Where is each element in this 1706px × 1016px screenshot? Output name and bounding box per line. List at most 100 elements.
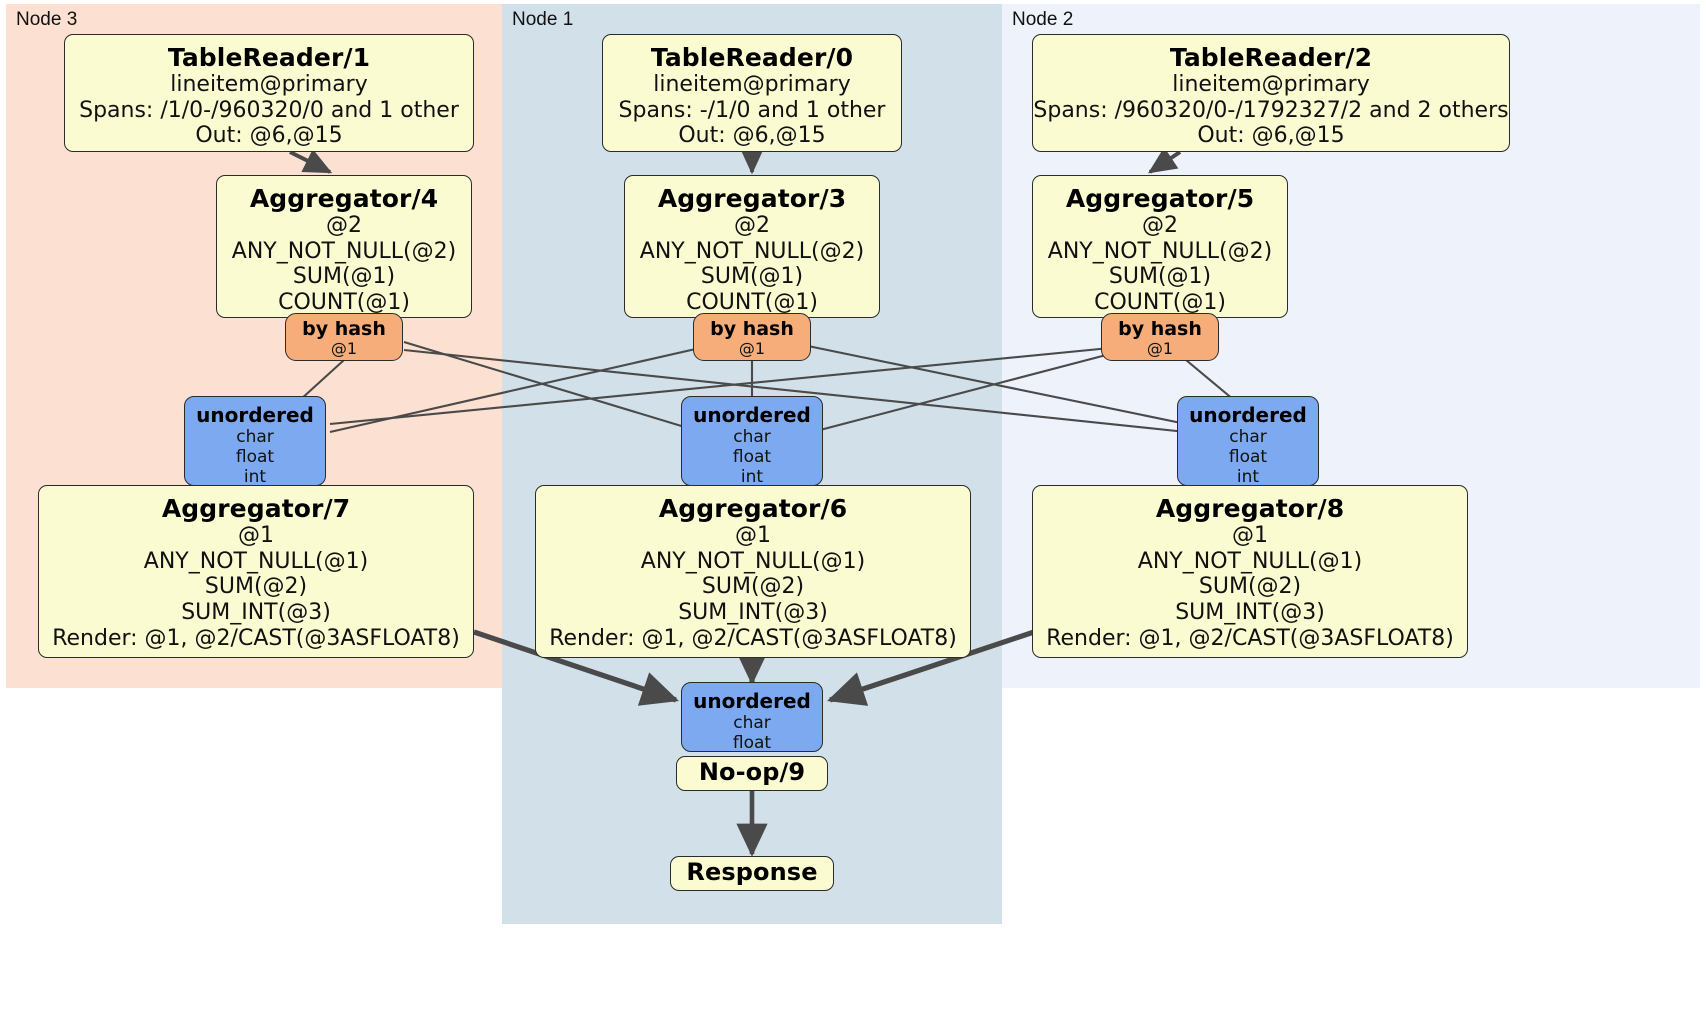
router-by-hash-node2[interactable]: by hash @1 xyxy=(1101,313,1219,361)
node-panel-label-node3: Node 3 xyxy=(16,9,78,30)
table-reader-1-node[interactable]: TableReader/1 lineitem@primary Spans: /1… xyxy=(64,34,474,152)
table-reader-0-node[interactable]: TableReader/0 lineitem@primary Spans: -/… xyxy=(602,34,902,152)
router-by-hash-node2-title: by hash xyxy=(1118,318,1202,340)
receiver-unordered-node1-type-1: char xyxy=(733,427,771,447)
node-panel-label-node1: Node 1 xyxy=(512,9,574,30)
aggregator-6-func-2: SUM(@2) xyxy=(701,574,805,600)
aggregator-5-func-2: SUM(@1) xyxy=(1108,264,1212,290)
table-reader-1-spans: Spans: /1/0-/960320/0 and 1 other xyxy=(79,97,459,123)
aggregator-7-title: Aggregator/7 xyxy=(161,494,351,523)
receiver-unordered-node3[interactable]: unordered char float int xyxy=(184,396,326,488)
aggregator-3-func-3: COUNT(@1) xyxy=(686,290,818,316)
receiver-unordered-node3-type-3: int xyxy=(243,467,267,488)
aggregator-5-node[interactable]: Aggregator/5 @2 ANY_NOT_NULL(@2) SUM(@1)… xyxy=(1032,175,1288,318)
aggregator-8-title: Aggregator/8 xyxy=(1155,494,1345,523)
final-receiver-unordered-node[interactable]: unordered char float xyxy=(681,682,823,754)
aggregator-5-group: @2 xyxy=(1142,213,1178,238)
edge-hash2-recv3 xyxy=(329,346,1111,426)
aggregator-7-group: @1 xyxy=(238,523,274,548)
no-op-9-node[interactable]: No-op/9 xyxy=(676,756,828,791)
receiver-unordered-node3-type-1: char xyxy=(236,427,274,447)
receiver-unordered-node2[interactable]: unordered char float int xyxy=(1177,396,1319,488)
receiver-unordered-node1[interactable]: unordered char float int xyxy=(681,396,823,488)
aggregator-4-node[interactable]: Aggregator/4 @2 ANY_NOT_NULL(@2) SUM(@1)… xyxy=(216,175,472,318)
table-reader-0-title: TableReader/0 xyxy=(650,43,854,72)
aggregator-8-func-3: SUM_INT(@3) xyxy=(1175,600,1325,626)
node-panel-label-node2: Node 2 xyxy=(1012,9,1074,30)
aggregator-8-group: @1 xyxy=(1232,523,1268,548)
aggregator-6-func-1: ANY_NOT_NULL(@1) xyxy=(640,548,866,574)
aggregator-5-func-3: COUNT(@1) xyxy=(1094,290,1226,316)
edge-hash3-recv3 xyxy=(299,359,345,401)
receiver-unordered-node1-type-2: float xyxy=(732,447,772,468)
aggregator-4-title: Aggregator/4 xyxy=(249,184,439,213)
receiver-unordered-node2-title: unordered xyxy=(1189,403,1307,427)
aggregator-5-func-1: ANY_NOT_NULL(@2) xyxy=(1047,238,1273,264)
response-node[interactable]: Response xyxy=(670,856,834,891)
table-reader-1-table: lineitem@primary xyxy=(170,72,368,97)
aggregator-6-group: @1 xyxy=(735,523,771,548)
table-reader-1-out: Out: @6,@15 xyxy=(195,123,343,149)
receiver-unordered-node1-title: unordered xyxy=(693,403,811,427)
receiver-unordered-node2-type-1: char xyxy=(1229,427,1267,447)
aggregator-6-node[interactable]: Aggregator/6 @1 ANY_NOT_NULL(@1) SUM(@2)… xyxy=(535,485,971,658)
aggregator-7-render: Render: @1, @2/CAST(@3ASFLOAT8) xyxy=(52,625,460,651)
router-by-hash-node2-col: @1 xyxy=(1146,338,1174,358)
aggregator-3-group: @2 xyxy=(734,213,770,238)
table-reader-2-out: Out: @6,@15 xyxy=(1197,123,1345,149)
table-reader-0-table: lineitem@primary xyxy=(653,72,851,97)
aggregator-4-group: @2 xyxy=(326,213,362,238)
aggregator-3-func-2: SUM(@1) xyxy=(700,264,804,290)
edge-hash2-recv2 xyxy=(1185,359,1235,401)
aggregator-7-func-2: SUM(@2) xyxy=(204,574,308,600)
response-title: Response xyxy=(686,858,818,886)
edge-hash1-recv2 xyxy=(807,344,1187,426)
edge-hash3-recv2 xyxy=(403,348,1187,434)
table-reader-2-spans: Spans: /960320/0-/1792327/2 and 2 others xyxy=(1033,97,1509,123)
router-by-hash-node1-col: @1 xyxy=(738,338,766,358)
edge-agg7-final xyxy=(473,629,679,706)
router-by-hash-node1-title: by hash xyxy=(710,318,794,340)
final-receiver-type-1: char xyxy=(733,713,771,733)
aggregator-4-func-1: ANY_NOT_NULL(@2) xyxy=(231,238,457,264)
router-by-hash-node1[interactable]: by hash @1 xyxy=(693,313,811,361)
router-by-hash-node3-col: @1 xyxy=(330,338,358,358)
table-reader-0-spans: Spans: -/1/0 and 1 other xyxy=(618,97,886,123)
table-reader-2-title: TableReader/2 xyxy=(1169,43,1373,72)
aggregator-8-node[interactable]: Aggregator/8 @1 ANY_NOT_NULL(@1) SUM(@2)… xyxy=(1032,485,1468,658)
aggregator-4-func-3: COUNT(@1) xyxy=(278,290,410,316)
aggregator-7-node[interactable]: Aggregator/7 @1 ANY_NOT_NULL(@1) SUM(@2)… xyxy=(38,485,474,658)
receiver-unordered-node2-type-3: int xyxy=(1236,467,1260,488)
aggregator-7-func-1: ANY_NOT_NULL(@1) xyxy=(143,548,369,574)
aggregator-6-title: Aggregator/6 xyxy=(658,494,848,523)
aggregator-6-func-3: SUM_INT(@3) xyxy=(678,600,828,626)
aggregator-8-func-1: ANY_NOT_NULL(@1) xyxy=(1137,548,1363,574)
aggregator-8-render: Render: @1, @2/CAST(@3ASFLOAT8) xyxy=(1046,625,1454,651)
edge-agg8-final xyxy=(827,629,1035,706)
aggregator-8-func-2: SUM(@2) xyxy=(1198,574,1302,600)
edge-hash3-recv1 xyxy=(403,340,689,430)
no-op-9-title: No-op/9 xyxy=(698,758,806,786)
final-receiver-type-2: float xyxy=(732,733,772,754)
edge-hash2-recv1 xyxy=(819,352,1111,432)
table-reader-0-out: Out: @6,@15 xyxy=(678,123,826,149)
aggregator-6-render: Render: @1, @2/CAST(@3ASFLOAT8) xyxy=(549,625,957,651)
router-by-hash-node3-title: by hash xyxy=(302,318,386,340)
router-by-hash-node3[interactable]: by hash @1 xyxy=(285,313,403,361)
aggregator-7-func-3: SUM_INT(@3) xyxy=(181,600,331,626)
table-reader-2-node[interactable]: TableReader/2 lineitem@primary Spans: /9… xyxy=(1032,34,1510,152)
final-receiver-title: unordered xyxy=(693,689,811,713)
edge-tr2-agg5 xyxy=(1148,147,1182,174)
receiver-unordered-node1-type-3: int xyxy=(740,467,764,488)
aggregator-4-func-2: SUM(@1) xyxy=(292,264,396,290)
receiver-unordered-node3-type-2: float xyxy=(235,447,275,468)
aggregator-3-node[interactable]: Aggregator/3 @2 ANY_NOT_NULL(@2) SUM(@1)… xyxy=(624,175,880,318)
aggregator-3-title: Aggregator/3 xyxy=(657,184,847,213)
aggregator-5-title: Aggregator/5 xyxy=(1065,184,1255,213)
table-reader-2-table: lineitem@primary xyxy=(1172,72,1370,97)
receiver-unordered-node2-type-2: float xyxy=(1228,447,1268,468)
edge-tr1-agg4 xyxy=(289,149,333,174)
table-reader-1-title: TableReader/1 xyxy=(167,43,371,72)
